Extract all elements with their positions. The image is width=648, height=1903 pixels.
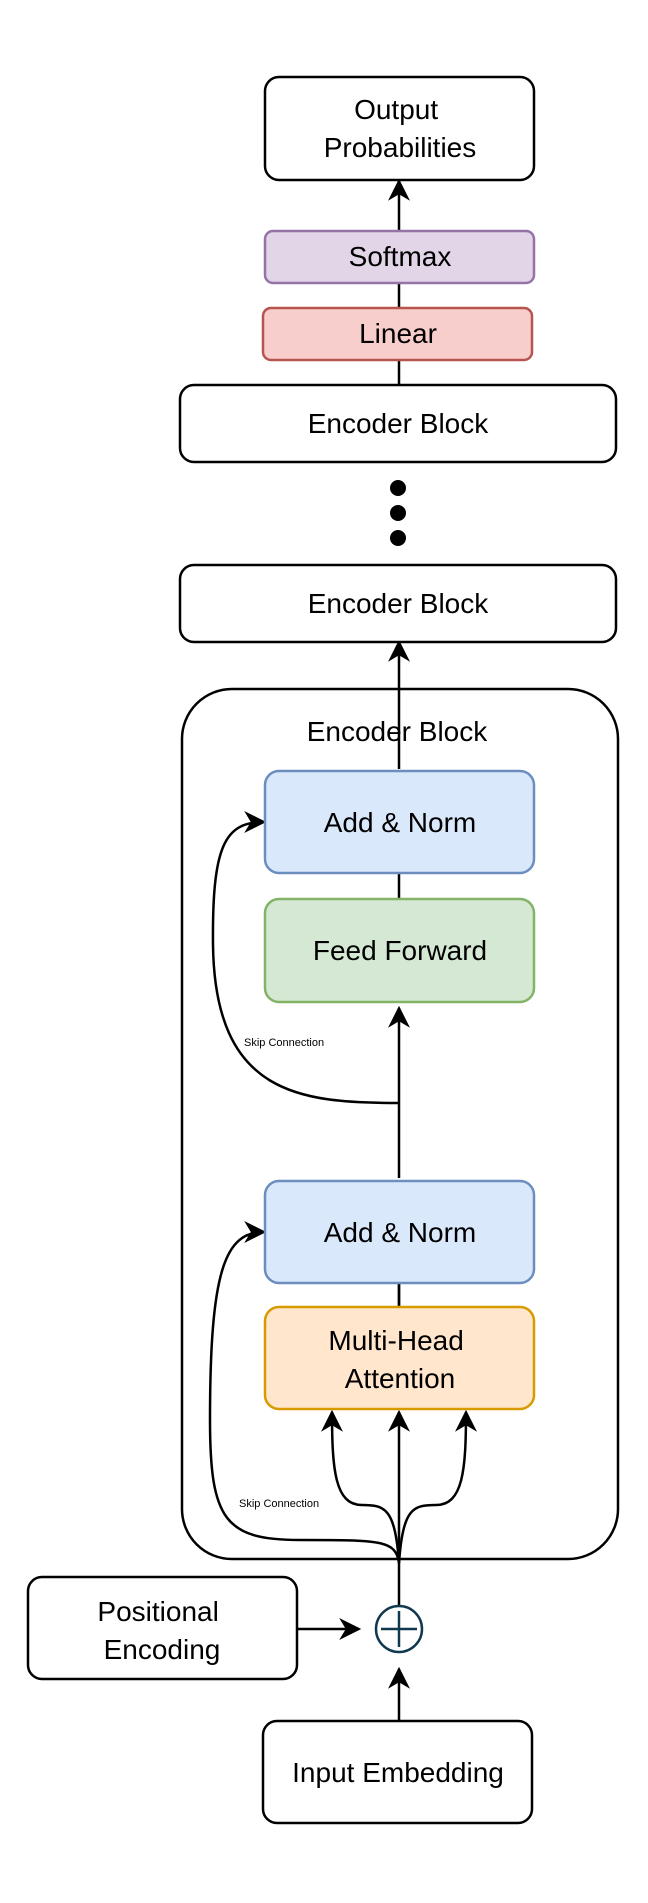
positional-encoding-label: Positional Encoding	[97, 1596, 226, 1665]
output-probabilities-box	[263, 75, 536, 182]
multi-head-attention-box	[263, 1305, 536, 1411]
feed-forward-label: Feed Forward	[313, 935, 487, 966]
linear-label: Linear	[359, 318, 437, 349]
encoder-block-top-box	[178, 383, 618, 464]
encoder-block-container-label: Encoder Block	[307, 716, 489, 747]
attention-branches	[321, 1409, 477, 1564]
ellipsis-dots	[390, 480, 406, 546]
input-embedding-label: Input Embedding	[292, 1757, 504, 1788]
output-probabilities-label: Output Probabilities	[324, 94, 477, 163]
add-norm-upper-label: Add & Norm	[324, 807, 477, 838]
feed-forward-box	[263, 897, 536, 1004]
positional-encoding-box	[26, 1575, 299, 1681]
skip-connection-lower	[208, 1221, 401, 1564]
add-norm-lower-box	[263, 1179, 536, 1285]
encoder-block-top-label: Encoder Block	[308, 408, 490, 439]
encoder-block-second-box	[178, 563, 618, 644]
attention-branch-left	[321, 1409, 401, 1564]
encoder-block-second-label: Encoder Block	[308, 588, 490, 619]
addition-plus-icon	[374, 1604, 424, 1654]
attention-branch-right	[397, 1409, 477, 1564]
skip-connections	[208, 811, 401, 1564]
skip-connection-upper	[211, 811, 400, 1105]
softmax-box	[263, 229, 536, 285]
skip-connection-upper-label: Skip Connection	[244, 1037, 324, 1049]
softmax-label: Softmax	[349, 241, 452, 272]
add-norm-upper-box	[263, 769, 536, 875]
multi-head-attention-label: Multi-Head Attention	[328, 1325, 471, 1394]
linear-box	[261, 306, 534, 362]
skip-connection-lower-label: Skip Connection	[239, 1498, 319, 1510]
input-embedding-box	[261, 1719, 534, 1825]
add-norm-lower-label: Add & Norm	[324, 1217, 477, 1248]
